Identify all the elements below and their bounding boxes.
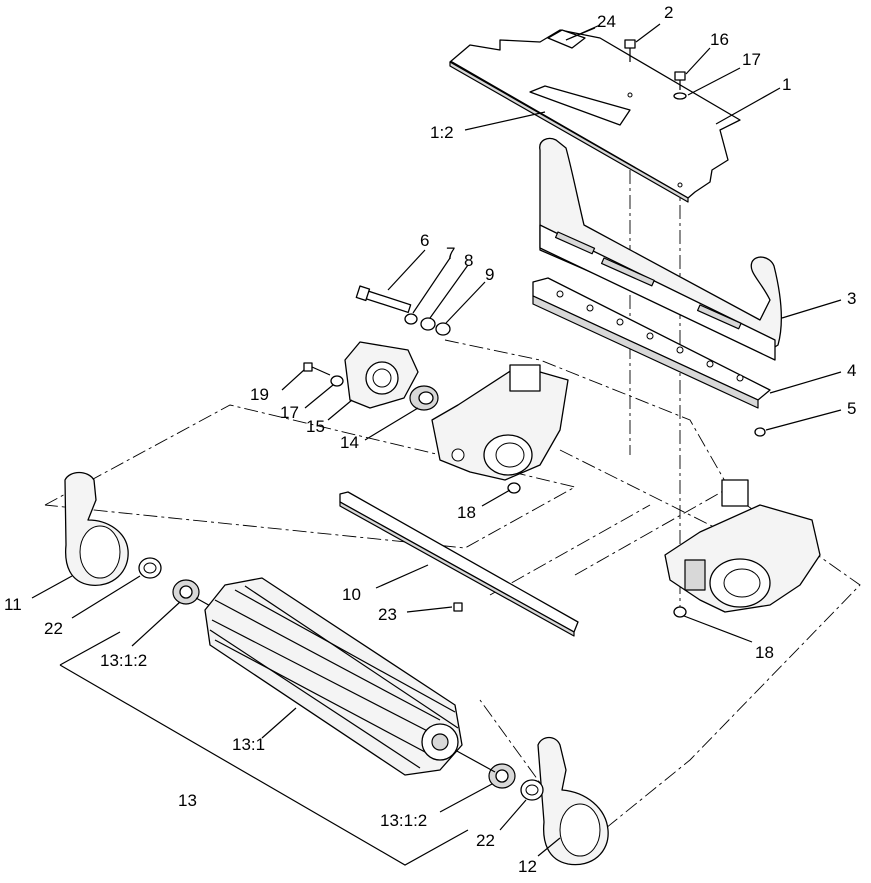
bedknife	[339, 491, 579, 637]
washer	[420, 317, 436, 331]
adjuster-screw	[355, 285, 412, 314]
spacer-ring-hole	[143, 562, 157, 574]
washer	[404, 313, 418, 325]
left-arm	[64, 471, 129, 586]
callout-1: 1	[782, 75, 791, 94]
reel-bearing	[172, 579, 200, 605]
right-side-plate	[664, 479, 821, 613]
callout-18-right: 18	[755, 643, 774, 662]
reel-bearing	[488, 763, 516, 789]
callout-13-1-2-left: 13:1:2	[100, 651, 147, 670]
screw	[303, 362, 331, 376]
leader-lines	[31, 23, 842, 857]
callout-4: 4	[847, 361, 856, 380]
washer	[435, 322, 451, 336]
callout-1-2: 1:2	[430, 123, 454, 142]
callout-24: 24	[597, 12, 616, 31]
callout-7: 7	[446, 244, 455, 263]
callout-16: 16	[710, 30, 729, 49]
bolt	[673, 71, 687, 100]
group-bracket	[59, 664, 469, 866]
spacer-ring-hole	[525, 784, 539, 796]
callout-22-right: 22	[476, 831, 495, 850]
right-arm	[537, 736, 609, 866]
callout-13-1: 13:1	[232, 735, 265, 754]
callout-3: 3	[847, 289, 856, 308]
group-bracket	[59, 631, 121, 666]
callout-14: 14	[340, 433, 359, 452]
callout-15: 15	[306, 417, 325, 436]
nut	[673, 606, 687, 618]
callout-labels: 24 2 16 17 1 1:2 3 4 5 6 7 8 9 19 17 15 …	[4, 3, 856, 876]
callout-13-1-2-right: 13:1:2	[380, 811, 427, 830]
bracket	[539, 137, 783, 361]
bearing	[409, 385, 439, 411]
nut	[754, 427, 766, 437]
callout-10: 10	[342, 585, 361, 604]
callout-22-left: 22	[44, 619, 63, 638]
callout-9: 9	[485, 265, 494, 284]
callout-17-top: 17	[742, 50, 761, 69]
screw	[453, 602, 463, 612]
callout-11: 11	[4, 595, 22, 614]
nut	[507, 482, 521, 494]
callout-23: 23	[378, 605, 397, 624]
bolt	[624, 39, 636, 62]
callout-17-mid: 17	[280, 403, 299, 422]
top-plate	[449, 29, 741, 203]
washer	[330, 375, 344, 387]
callout-5: 5	[847, 399, 856, 418]
bearing-housing	[344, 341, 419, 409]
left-side-plate	[431, 364, 569, 481]
callout-8: 8	[464, 251, 473, 270]
reel	[195, 577, 496, 776]
callout-6: 6	[420, 231, 429, 250]
bed-bar	[532, 277, 771, 409]
callout-18-mid: 18	[457, 503, 476, 522]
callout-12: 12	[518, 857, 537, 876]
callout-13: 13	[178, 791, 197, 810]
callout-19: 19	[250, 385, 269, 404]
callout-2: 2	[664, 3, 673, 22]
